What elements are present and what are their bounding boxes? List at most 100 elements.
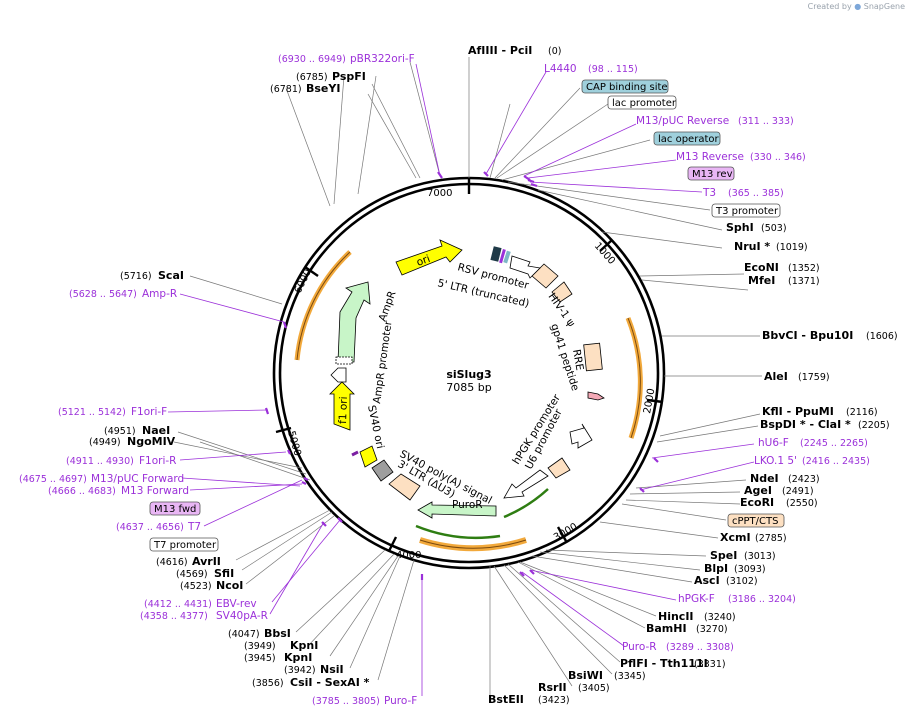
site-nrui-coord: (1019) [776,242,808,253]
site-bspdi-clai: BspDI * - ClaI * [760,418,851,431]
primer-sv40pa-r: SV40pA-R [216,610,268,622]
site-naei: NaeI [142,424,170,437]
site-hincii-coord: (3240) [704,612,736,623]
site-csii-sexai-coord: (3856) [252,678,284,689]
site-avrii: AvrII [192,555,221,568]
primer-lko1-5-range: (2416 .. 2435) [802,456,870,467]
rsv-arrow [509,255,541,279]
gp41-arrow [587,391,605,401]
sv40-polya-box [371,459,394,482]
site-asci: AscI [694,574,720,587]
plasmid-size: 7085 bp [446,381,491,394]
hpgk-arrow [503,469,549,499]
site-bsteii: BstEII [488,693,524,706]
primer-hpgk-f-range: (3186 .. 3204) [728,594,796,605]
primer-m13puc-reverse: M13/pUC Reverse [636,115,729,127]
m13-rev-box [687,166,735,181]
primer-t7-range: (4637 .. 4656) [116,522,184,533]
site-kfli-ppumi-coord: (2116) [846,407,878,418]
site-kfli-ppumi: KflI - PpuMI [762,405,834,418]
primer-m13-reverse-range: (330 .. 346) [750,152,806,163]
primer-amp-r: Amp-R [142,288,177,300]
site-nsii: NsiI [320,663,344,676]
site-acc65i: KpnI [284,651,312,664]
f1ori-arrow [329,381,355,431]
plasmid-name: siSlug3 [446,368,491,381]
site-ndei: NdeI [750,472,779,485]
puror-label: PuroR [452,499,483,511]
site-ngomiv: NgoMIV [127,435,176,448]
site-spei-coord: (3013) [744,551,776,562]
primer-marks [264,171,659,580]
u6-box [547,457,571,479]
orange-arc-upper-right-core [627,317,641,439]
site-bseyi-coord: (6781) [270,84,302,95]
site-ngomiv-coord: (4949) [89,437,121,448]
primer-ebv-rev: EBV-rev [216,598,257,610]
site-econi-coord: (1352) [788,263,820,274]
primer-pbr322ori-f-range: (6930 .. 6949) [278,54,346,65]
site-nsii-coord: (3942) [284,665,316,676]
primer-puro-r: Puro-R [622,641,657,653]
site-bbsi-coord: (4047) [228,629,260,640]
site-afliii-pcii: AfIIII - PciI [468,44,532,57]
site-hincii: HincII [658,610,694,623]
site-ncoi: NcoI [216,579,243,592]
credit-prefix: Created by [807,2,852,11]
primer-pbr322ori-f: pBR322ori-F [350,53,415,65]
primer-leader-lines [167,63,755,696]
primer-hu6-f-range: (2245 .. 2265) [800,438,868,449]
primer-m13-forward-range: (4666 .. 4683) [48,486,116,497]
lac-promoter-label: lac promoter [612,98,677,109]
primer-t7: T7 [187,521,201,533]
primer-puro-f: Puro-F [384,695,417,707]
primer-m13puc-forward: M13/pUC Forward [91,473,184,485]
tick-label-7000: 7000 [427,188,452,199]
site-mfei-coord: (1371) [788,276,820,287]
site-ncoi-coord: (4523) [180,581,212,592]
amp-promoter-box [335,356,353,365]
primer-f1ori-f-range: (5121 .. 5142) [58,407,126,418]
feature-label-ampr: AmpR [377,289,399,323]
lac-operator-label: lac operator [658,134,719,145]
site-sfii-coord: (4569) [176,569,208,580]
puror-arrow [417,501,497,519]
site-xcmi-coord: (2785) [755,533,787,544]
site-sfii: SfiI [214,567,234,580]
primer-labels: (6930 .. 6949) pBR322ori-F L4440 (98 .. … [19,53,870,707]
lac-cluster-marks [490,246,511,264]
primer-lko1-5: LKO.1 5' [754,455,797,467]
orange-arc-bottom-core [419,539,527,549]
site-pflfi-tth111i: PflFI - Tth111I [620,657,708,670]
site-bbsi: BbsI [264,627,291,640]
site-pspfi-coord: (6785) [296,72,328,83]
green-arc-puror [415,524,501,539]
site-sphi-coord: (503) [761,223,787,234]
site-bbvci-bpu10i: BbvCI - Bpu10I [762,329,853,342]
rre-box [583,342,603,372]
site-agei: AgeI [744,484,772,497]
site-mfei: MfeI [748,274,775,287]
site-bsiwi: BsiWI [568,669,603,682]
site-rsrii: RsrII [538,681,567,694]
restriction-sites: AfIIII - PciI (0) SphI (503) NruI * (101… [89,44,898,706]
site-bamhi: BamHI [646,622,687,635]
sv40-ori-arrow [359,445,378,468]
site-spei: SpeI [710,549,737,562]
site-blpi: BlpI [704,562,728,575]
site-scai-coord: (5716) [120,271,152,282]
hiv-psi-box [551,281,573,303]
site-bsteii-coord: (3423) [538,695,570,706]
t3-promoter-box [711,203,781,218]
u6-arrow [569,423,593,449]
site-avrii-coord: (4616) [156,557,188,568]
primer-puro-f-range: (3785 .. 3805) [312,696,380,707]
site-ecori: EcoRI [740,496,774,509]
site-bseyi: BseYI [306,82,340,95]
site-bbvci-bpu10i-coord: (1606) [866,331,898,342]
site-ecori-coord: (2550) [786,498,818,509]
snapgene-credit: Created by ● SnapGene [808,2,905,11]
site-agei-coord: (2491) [782,486,814,497]
tick-label-4000: 4000 [396,550,421,561]
